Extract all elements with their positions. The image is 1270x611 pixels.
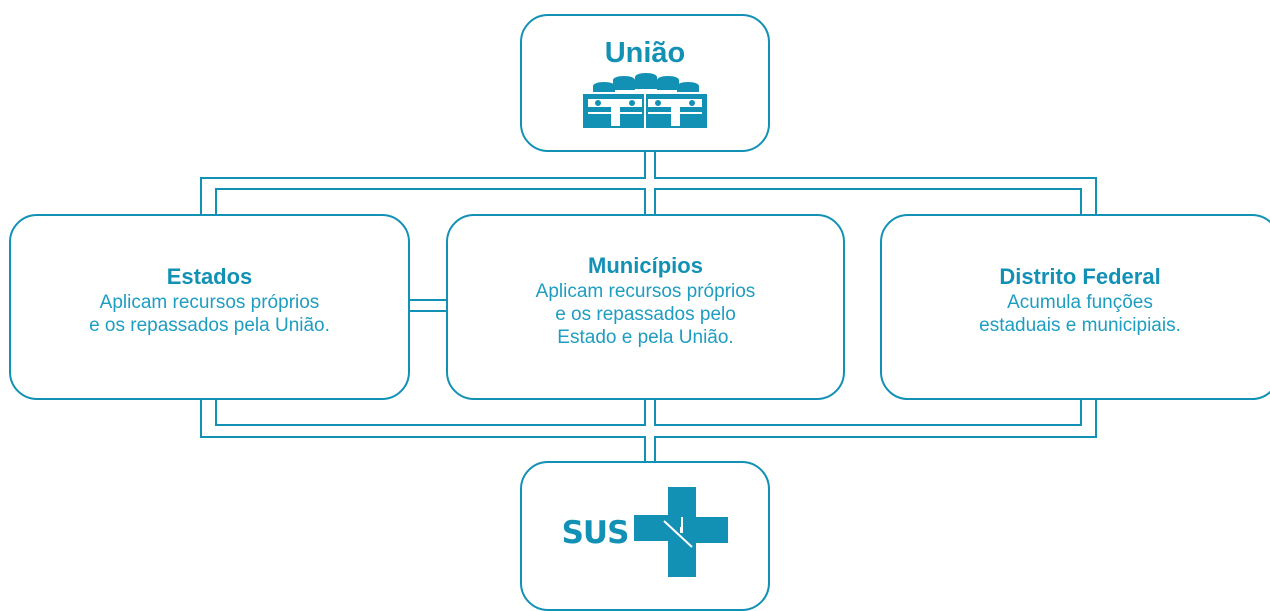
node-sus: SUS (520, 461, 770, 611)
node-estados-line-2: e os repassados pela União. (89, 315, 330, 336)
node-municipios-line-1: Aplicam recursos próprios (535, 280, 756, 302)
sus-logo-text: SUS (561, 515, 630, 551)
node-municipios-title: Municípios (588, 252, 703, 278)
node-municipios: Municípios Aplicam recursos próprios e o… (446, 214, 845, 400)
node-estados-title: Estados (166, 264, 253, 289)
node-estados-line-1: Aplicam recursos próprios (99, 292, 320, 313)
money-stacks-icon (583, 73, 707, 128)
node-municipios-line-3: Estado e pela União. (557, 326, 734, 348)
node-uniao: União (520, 14, 770, 152)
node-estados: Estados Aplicam recursos próprios e os r… (9, 214, 410, 400)
node-df-title: Distrito Federal (999, 264, 1161, 289)
node-distrito-federal: Distrito Federal Acumula funções estadua… (880, 214, 1270, 400)
connector-lines (200, 150, 1097, 461)
node-df-line-1: Acumula funções (1007, 292, 1153, 313)
node-municipios-line-2: e os repassados pelo (555, 303, 736, 325)
node-df-line-2: estaduais e municipiais. (979, 315, 1181, 336)
sus-cross-icon (634, 487, 729, 577)
funding-flow-diagram: União Estados Aplicam rec (9, 14, 1270, 611)
sus-logo: SUS (562, 487, 729, 579)
node-uniao-title: União (604, 37, 686, 69)
